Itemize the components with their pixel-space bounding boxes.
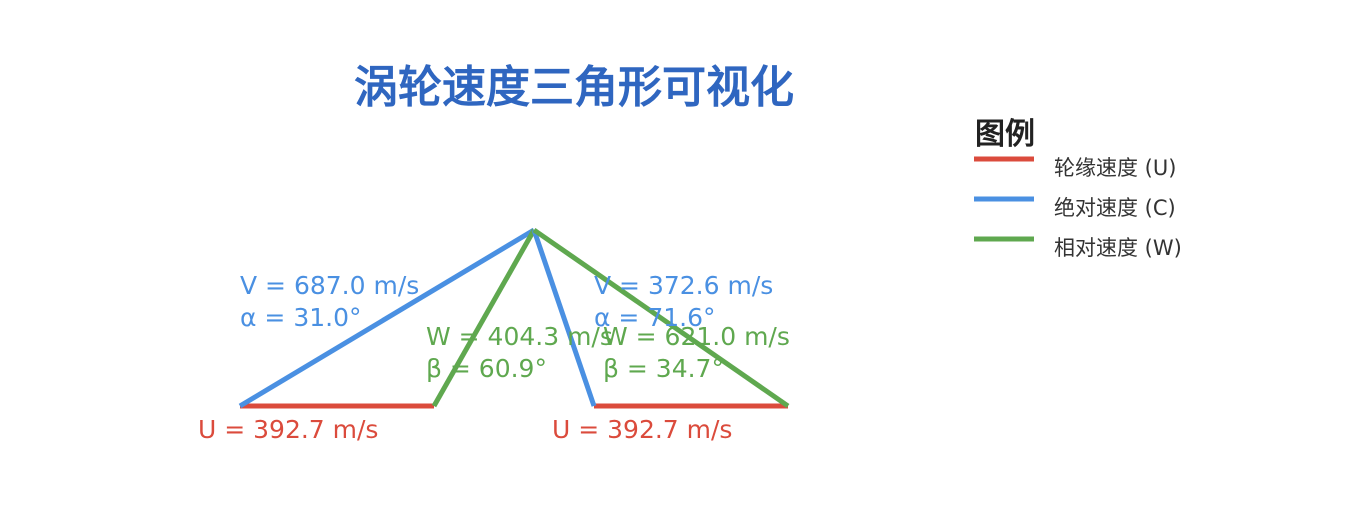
inlet-w-vector (431, 228, 537, 408)
inlet-beta-label: β = 60.9° (426, 354, 547, 383)
inlet-w-magnitude-label: W = 404.3 m/s (426, 322, 613, 351)
legend-item-w-label: 相对速度 (W) (1054, 236, 1182, 260)
outlet-u-label: U = 392.7 m/s (552, 415, 732, 444)
inlet-triangle (238, 227, 537, 409)
inlet-c-magnitude-label: V = 687.0 m/s (240, 271, 419, 300)
legend-item-c-label: 绝对速度 (C) (1054, 196, 1176, 220)
legend-item-u-label: 轮缘速度 (U) (1054, 156, 1176, 180)
outlet-w-magnitude-label: W = 621.0 m/s (603, 322, 790, 351)
legend-title: 图例 (975, 117, 1035, 152)
outlet-c-vector (531, 229, 597, 407)
outlet-triangle (531, 227, 790, 409)
outlet-c-magnitude-label: V = 372.6 m/s (594, 271, 773, 300)
legend: 图例 轮缘速度 (U) 绝对速度 (C) 相对速度 (W) (974, 117, 1182, 260)
inlet-alpha-label: α = 31.0° (240, 303, 361, 332)
inlet-u-label: U = 392.7 m/s (198, 415, 378, 444)
outlet-beta-label: β = 34.7° (603, 354, 724, 383)
outlet-w-vector (532, 227, 790, 409)
outlet-alpha-label: α = 71.6° (594, 303, 715, 332)
inlet-c-vector (238, 227, 536, 409)
page-title: 涡轮速度三角形可视化 (354, 62, 794, 113)
